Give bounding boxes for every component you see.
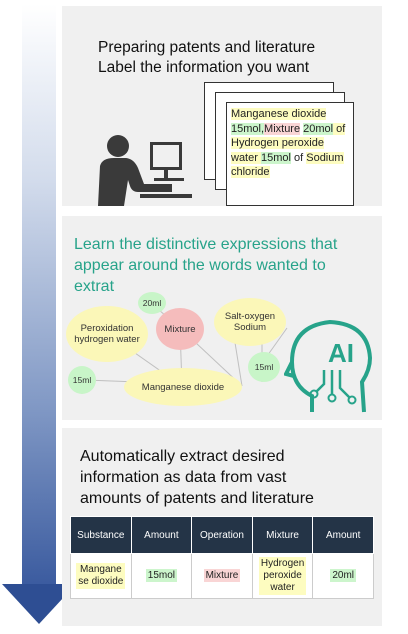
doc-text-segment: 20mol (303, 122, 334, 135)
table-header-row: Substance Amount Operation Mixture Amoun… (70, 516, 374, 554)
header-amount: Amount (130, 516, 193, 554)
bubble-15ml-right: 15ml (248, 352, 280, 382)
cell-operation: Mixture (191, 553, 253, 599)
bubble-salt-oxygen-sodium: Salt-oxygen Sodium (214, 298, 286, 346)
step2-title: Learn the distinctive expressions that a… (74, 234, 374, 297)
extracted-data-table: Substance Amount Operation Mixture Amoun… (70, 516, 374, 599)
step2-title-line3: extrat (74, 278, 115, 295)
cell-mixture-line1: Hydrogen (260, 558, 305, 569)
bubble-peroxide-line1: Peroxidation (80, 323, 134, 334)
cell-mixture-line3: water (270, 582, 295, 593)
step-panel-prepare: Preparing patents and literature Label t… (62, 6, 382, 206)
header-operation: Operation (191, 516, 253, 554)
cell-mixture-line2: peroxide (263, 570, 302, 581)
doc-text-segment: 15mol (260, 151, 291, 164)
step3-title-line3: amounts of patents and literature (80, 490, 314, 507)
bubble-manganese-dioxide: Manganese dioxide (124, 368, 242, 406)
cell-substance-line2: se dioxide (78, 576, 124, 587)
cell-operation-value: Mixture (203, 569, 241, 582)
cell-amount-value: 15mol (145, 569, 178, 582)
step3-title-line2: information as data from vast (80, 469, 287, 486)
cell-amount-2-value: 20ml (330, 569, 357, 582)
ai-head-icon: AI (284, 319, 373, 413)
step-panel-extract: Automatically extract desired informatio… (62, 428, 382, 626)
cell-amount: 15mol (130, 553, 193, 599)
bubble-mixture: Mixture (156, 308, 204, 350)
bubble-20ml: 20ml (138, 292, 166, 314)
flow-arrow-shaft (22, 4, 56, 586)
header-substance: Substance (70, 516, 132, 554)
bubble-15ml-left: 15ml (68, 366, 96, 394)
step1-title: Preparing patents and literature Label t… (98, 38, 315, 78)
step2-title-line1: Learn the distinctive expressions that (74, 236, 338, 253)
step3-title-line1: Automatically extract desired (80, 448, 285, 465)
cell-amount-2: 20ml (312, 553, 374, 599)
bubble-salt-line2: Sodium (233, 322, 267, 333)
bubble-peroxide-line2: hydrogen water (74, 334, 140, 345)
doc-text-segment: 15mol, (231, 122, 265, 135)
step-panel-learn: Learn the distinctive expressions that a… (62, 216, 382, 420)
step1-title-line1: Preparing patents and literature (98, 39, 316, 56)
cell-mixture: Hydrogen peroxide water (251, 553, 314, 599)
step1-title-line2: Label the information you want (98, 59, 310, 76)
person-at-computer-icon (98, 135, 192, 206)
step3-title: Automatically extract desired informatio… (80, 446, 380, 509)
doc-text-segment: Manganese dioxide (231, 108, 327, 120)
ai-label: AI (328, 338, 354, 368)
doc-text-segment: of (290, 151, 307, 164)
table-row: Mangane se dioxide 15mol Mixture Hydroge… (70, 553, 374, 599)
doc-text-segment: Mixture (264, 122, 301, 135)
cell-substance-line1: Mangane (79, 564, 122, 575)
header-mixture: Mixture (251, 516, 314, 554)
bubble-peroxidation-hydrogen-water: Peroxidation hydrogen water (66, 306, 148, 362)
document-front: Manganese dioxide 15mol,Mixture 20mol of… (226, 102, 354, 206)
step2-title-line2: appear around the words wanted to (74, 257, 326, 274)
cell-substance: Mangane se dioxide (70, 553, 132, 599)
header-amount-2: Amount (312, 516, 374, 554)
bubble-salt-line1: Salt-oxygen (224, 311, 276, 322)
